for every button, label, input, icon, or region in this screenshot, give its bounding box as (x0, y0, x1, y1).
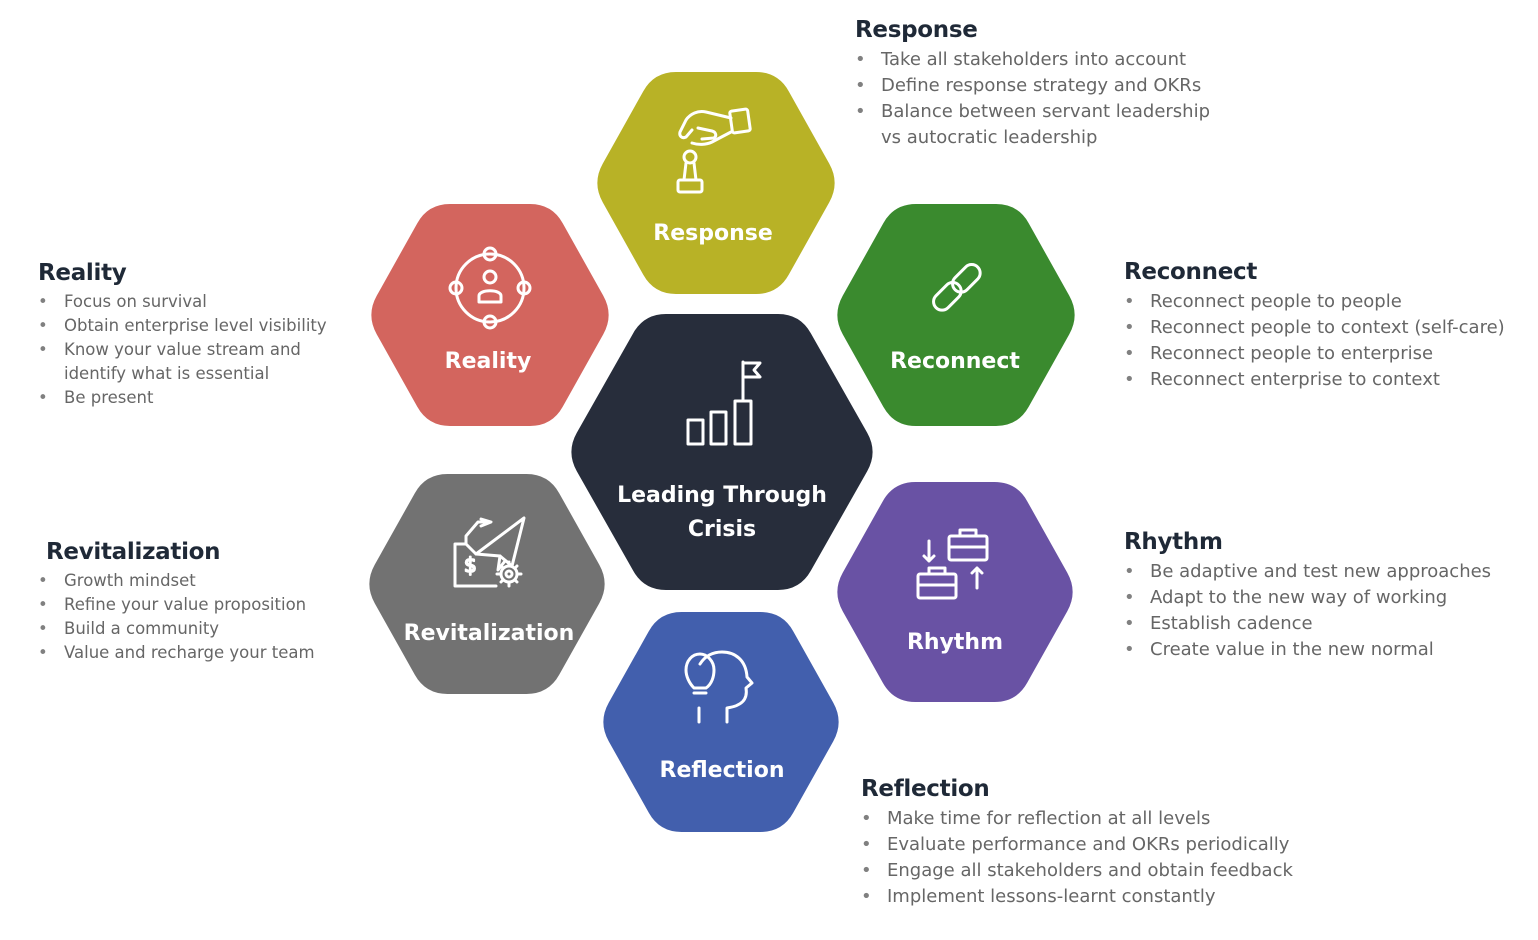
list-item: Obtain enterprise level visibility (38, 314, 338, 338)
list-item: Establish cadence (1124, 611, 1524, 637)
hex-reality: Reality (371, 204, 609, 426)
list-item: Be present (38, 386, 338, 410)
hand-chess-pawn-icon (676, 107, 752, 194)
list-item: Build a community (38, 617, 338, 641)
list-item: Balance between servant leadership vs au… (855, 99, 1231, 151)
reality-title: Reality (38, 260, 127, 286)
hex-rhythm-label: Rhythm (907, 630, 1003, 655)
rhythm-title: Rhythm (1124, 529, 1223, 555)
response-list: Take all stakeholders into account Defin… (855, 47, 1255, 151)
list-item: Reconnect enterprise to context (1124, 367, 1534, 393)
list-item: Be adaptive and test new approaches (1124, 559, 1524, 585)
hex-reflection-label: Reflection (660, 758, 785, 783)
list-item: Reconnect people to context (self-care) (1124, 315, 1534, 341)
list-item: Value and recharge your team (38, 641, 338, 665)
reconnect-title: Reconnect (1124, 259, 1258, 285)
hex-revitalization: $ Revitalization (369, 474, 605, 694)
list-item: Reconnect people to people (1124, 289, 1534, 315)
dollar-sign-glyph: $ (464, 553, 477, 577)
reflection-list: Make time for reflection at all levels E… (861, 806, 1321, 910)
revitalization-list: Growth mindset Refine your value proposi… (38, 569, 338, 665)
hex-response-label: Response (653, 221, 773, 246)
reality-list: Focus on survival Obtain enterprise leve… (38, 290, 338, 410)
list-item: Adapt to the new way of working (1124, 585, 1524, 611)
hex-reconnect-label: Reconnect (890, 349, 1020, 374)
reflection-block: Reflection Make time for reflection at a… (861, 776, 1321, 910)
hex-revitalization-label: Revitalization (404, 621, 575, 646)
response-block: Response Take all stakeholders into acco… (855, 17, 1255, 151)
hex-reflection: Reflection (603, 612, 839, 832)
list-item: Make time for reflection at all levels (861, 806, 1321, 832)
chain-link-icon (932, 263, 982, 312)
list-item: Evaluate performance and OKRs periodical… (861, 832, 1321, 858)
hex-rhythm: Rhythm (837, 482, 1073, 702)
list-item: Refine your value proposition (38, 593, 338, 617)
hex-shape-revitalization (369, 474, 605, 694)
center-label-line2: Crisis (688, 517, 756, 542)
reality-block: Reality Focus on survival Obtain enterpr… (38, 260, 338, 410)
head-lightbulb-icon (684, 650, 754, 724)
person-target-icon (448, 246, 532, 330)
list-item: Implement lessons-learnt constantly (861, 884, 1321, 910)
list-item: Take all stakeholders into account (855, 47, 1255, 73)
rhythm-list: Be adaptive and test new approaches Adap… (1124, 559, 1524, 663)
list-item: Reconnect people to enterprise (1124, 341, 1534, 367)
list-item: Create value in the new normal (1124, 637, 1524, 663)
paper-plane-gear-icon: $ (453, 516, 526, 588)
center-label-line1: Leading Through (617, 483, 827, 508)
hex-shape-center (571, 314, 873, 590)
list-item: Engage all stakeholders and obtain feedb… (861, 858, 1321, 884)
list-item: Growth mindset (38, 569, 338, 593)
reconnect-block: Reconnect Reconnect people to people Rec… (1124, 259, 1534, 393)
hex-shape-reflection (603, 612, 839, 832)
hex-reconnect: Reconnect (837, 204, 1075, 426)
revitalization-title: Revitalization (46, 539, 221, 565)
growth-bars-flag-icon (686, 360, 762, 446)
list-item: Define response strategy and OKRs (855, 73, 1255, 99)
hex-shape-reconnect (837, 204, 1075, 426)
hex-response: Response (597, 72, 835, 294)
briefcases-arrows-icon (916, 528, 989, 600)
response-title: Response (855, 17, 978, 43)
hex-reality-label: Reality (445, 349, 532, 374)
list-item: Focus on survival (38, 290, 338, 314)
hex-shape-response (597, 72, 835, 294)
hex-center: Leading Through Crisis (571, 314, 873, 590)
revitalization-block: Revitalization Growth mindset Refine you… (38, 539, 338, 665)
reconnect-list: Reconnect people to people Reconnect peo… (1124, 289, 1534, 393)
reflection-title: Reflection (861, 776, 990, 802)
list-item: Know your value stream and identify what… (38, 338, 309, 386)
rhythm-block: Rhythm Be adaptive and test new approach… (1124, 529, 1524, 663)
